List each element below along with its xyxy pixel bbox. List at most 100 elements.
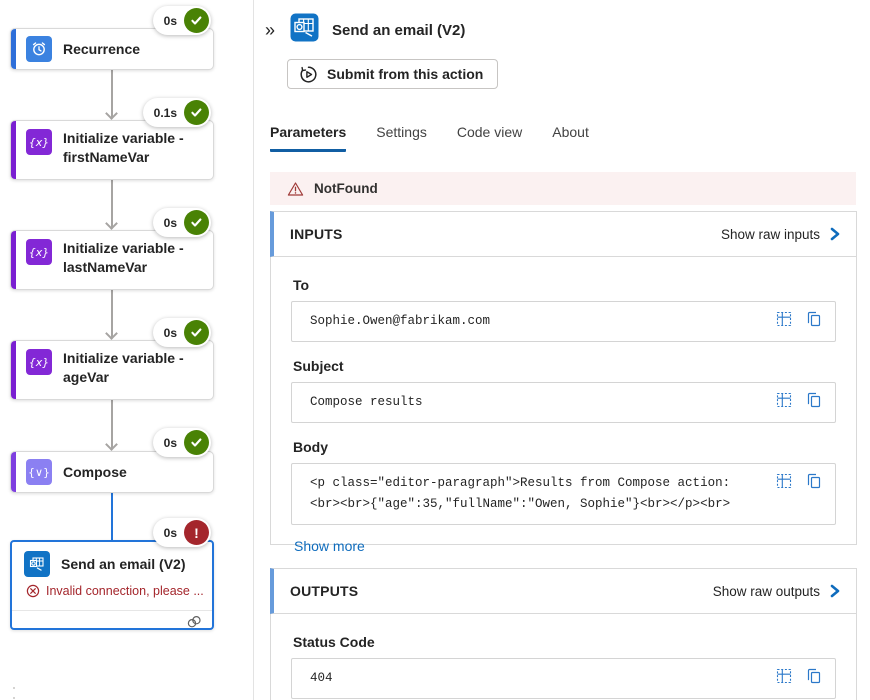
- canvas-grid-dot: [13, 687, 15, 689]
- variable-icon: {x}: [26, 239, 52, 265]
- field-label-status-code: Status Code: [293, 634, 375, 650]
- node-recurrence[interactable]: Recurrence: [10, 28, 214, 70]
- inputs-heading: INPUTS: [290, 226, 343, 242]
- outlook-icon: [24, 551, 50, 577]
- inputs-section-header: INPUTS Show raw inputs: [270, 211, 857, 257]
- accent-bar: [11, 121, 16, 179]
- node-send-an-email[interactable]: Send an email (V2) Invalid connection, p…: [10, 540, 214, 630]
- error-banner: NotFound: [270, 172, 856, 205]
- duration-label: 0s: [163, 525, 177, 540]
- compose-icon: {∨}: [26, 459, 52, 485]
- copy-icon[interactable]: [806, 473, 822, 497]
- tab-parameters[interactable]: Parameters: [270, 124, 347, 152]
- node-title: Initialize variable - lastNameVar: [63, 240, 184, 275]
- status-badge: 0s: [152, 6, 211, 35]
- inputs-section-body: To Sophie.Owen@fabrikam.com Subject Comp…: [270, 257, 857, 554]
- outputs-section-header: OUTPUTS Show raw outputs: [270, 568, 857, 614]
- success-check-icon: [184, 430, 209, 455]
- duration-label: 0s: [163, 325, 177, 340]
- show-raw-inputs-label: Show raw inputs: [720, 226, 820, 242]
- workflow-canvas: 0s 0.1s 0s 0s 0s: [0, 0, 254, 700]
- success-check-icon: [184, 210, 209, 235]
- variable-icon: {x}: [26, 129, 52, 155]
- arrow-down-icon: [105, 107, 118, 120]
- tab-about[interactable]: About: [552, 124, 589, 140]
- field-label-to: To: [293, 277, 310, 293]
- accent-bar: [11, 452, 16, 492]
- field-value-body: <p class="editor-paragraph">Results from…: [291, 463, 836, 525]
- show-more-link[interactable]: Show more: [294, 538, 365, 554]
- arrow-down-icon: [105, 438, 118, 451]
- node-title: Initialize variable - ageVar: [63, 350, 184, 385]
- status-badge: 0s !: [152, 518, 211, 547]
- duration-label: 0s: [163, 435, 177, 450]
- chevron-right-icon: [830, 584, 840, 598]
- show-raw-inputs-link[interactable]: Show raw inputs: [721, 227, 842, 242]
- field-label-subject: Subject: [293, 358, 344, 374]
- variable-icon: {x}: [26, 349, 52, 375]
- view-as-table-icon[interactable]: [776, 668, 792, 692]
- view-as-table-icon[interactable]: [776, 392, 792, 416]
- outputs-section-body: Status Code 404: [270, 614, 857, 700]
- show-raw-outputs-label: Show raw outputs: [712, 583, 820, 599]
- node-title: Compose: [63, 463, 127, 480]
- view-as-table-icon[interactable]: [776, 311, 792, 335]
- status-code-value: 404: [310, 671, 333, 685]
- connector: [105, 290, 118, 340]
- error-circle-x-icon: [26, 584, 40, 598]
- connector: [105, 180, 118, 230]
- node-initialize-agevar[interactable]: {x} Initialize variable - ageVar: [10, 340, 214, 400]
- success-check-icon: [184, 8, 209, 33]
- field-value-subject: Compose results: [291, 382, 836, 423]
- view-as-table-icon[interactable]: [776, 473, 792, 497]
- warning-triangle-icon: [287, 181, 304, 197]
- outlook-icon: [290, 13, 319, 47]
- panel-title: Send an email (V2): [332, 21, 466, 39]
- accent-bar: [11, 29, 16, 69]
- duration-label: 0s: [163, 13, 177, 28]
- show-raw-outputs-link[interactable]: Show raw outputs: [713, 584, 842, 599]
- node-title: Recurrence: [63, 40, 141, 57]
- submit-from-this-action-button[interactable]: Submit from this action: [287, 59, 499, 89]
- success-check-icon: [184, 100, 209, 125]
- status-badge: 0.1s: [142, 98, 211, 127]
- to-value: Sophie.Owen@fabrikam.com: [310, 314, 491, 328]
- error-status-icon: !: [184, 520, 209, 545]
- tab-settings[interactable]: Settings: [376, 124, 427, 140]
- submit-button-label: Submit from this action: [327, 66, 484, 82]
- tab-bar: Parameters Settings Code view About: [270, 124, 589, 152]
- resubmit-icon: [299, 65, 318, 84]
- subject-value: Compose results: [310, 395, 423, 409]
- collapse-panel-icon[interactable]: »: [265, 20, 276, 40]
- connector: [105, 70, 118, 120]
- connection-icon[interactable]: [186, 615, 202, 629]
- node-initialize-firstnamevar[interactable]: {x} Initialize variable - firstNameVar: [10, 120, 214, 180]
- action-details-panel: » Send an email (V2) Submit from this ac…: [255, 0, 870, 700]
- field-value-status-code: 404: [291, 658, 836, 699]
- copy-icon[interactable]: [806, 668, 822, 692]
- connector: [105, 400, 118, 451]
- success-check-icon: [184, 320, 209, 345]
- outputs-heading: OUTPUTS: [290, 583, 359, 599]
- tab-code-view[interactable]: Code view: [456, 124, 523, 140]
- body-value: <p class="editor-paragraph">Results from…: [310, 476, 731, 511]
- field-value-to: Sophie.Owen@fabrikam.com: [291, 301, 836, 342]
- duration-label: 0.1s: [153, 105, 177, 120]
- node-initialize-lastnamevar[interactable]: {x} Initialize variable - lastNameVar: [10, 230, 214, 290]
- node-error-message: Invalid connection, please ...: [46, 584, 204, 598]
- copy-icon[interactable]: [806, 392, 822, 416]
- node-title: Send an email (V2): [61, 555, 186, 572]
- arrow-down-icon: [105, 327, 118, 340]
- connector-selected: [111, 493, 113, 540]
- accent-bar: [11, 341, 16, 399]
- error-banner-text: NotFound: [314, 181, 378, 196]
- canvas-grid-dot: [13, 697, 15, 699]
- node-title: Initialize variable - firstNameVar: [63, 130, 184, 165]
- status-badge: 0s: [152, 208, 211, 237]
- panel-header: » Send an email (V2): [261, 13, 465, 47]
- copy-icon[interactable]: [806, 311, 822, 335]
- field-label-body: Body: [293, 439, 328, 455]
- duration-label: 0s: [163, 215, 177, 230]
- node-compose[interactable]: {∨} Compose: [10, 451, 214, 493]
